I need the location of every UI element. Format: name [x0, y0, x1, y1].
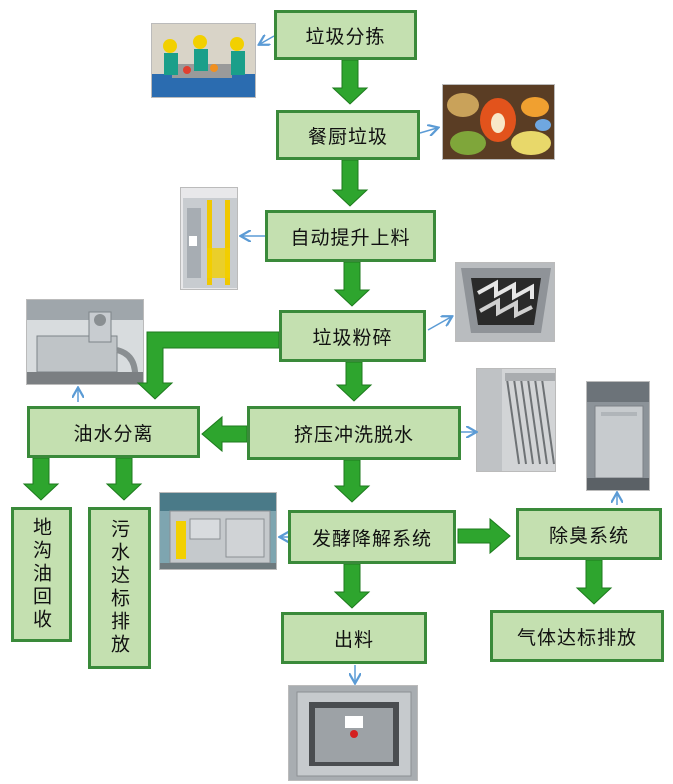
fermenter-photo: [159, 492, 277, 570]
node-crushing: 垃圾粉碎: [279, 310, 426, 362]
node-auto-lift: 自动提升上料: [265, 210, 436, 262]
link-sorting-photo: [260, 36, 275, 44]
oil-separator-photo: [26, 299, 144, 385]
food-waste-photo: [442, 84, 555, 160]
node-discharge: 出料: [281, 612, 427, 664]
arrow-lift-to-crushing: [333, 261, 371, 307]
arrow-sorting-to-kitchen: [331, 59, 369, 105]
node-oil-water: 油水分离: [27, 406, 200, 458]
link-crushing-photo: [427, 317, 451, 331]
arrow-oilwater-to-sewage: [105, 457, 143, 501]
arrow-ferment-to-deodor: [457, 517, 511, 555]
node-deodor: 除臭系统: [516, 508, 662, 560]
node-sorting: 垃圾分拣: [274, 10, 417, 60]
arrow-ferment-to-discharge: [333, 563, 371, 609]
screw-press-photo: [476, 368, 556, 472]
node-kitchen-waste: 餐厨垃圾: [276, 110, 420, 160]
outlet-photo: [288, 685, 418, 781]
arrow-kitchen-to-lift: [331, 159, 369, 207]
node-gutter-oil: 地沟油回收: [11, 507, 72, 642]
workers-sorting-photo: [151, 23, 256, 98]
arrow-oilwater-to-gutteroil: [22, 457, 60, 501]
node-ferment: 发酵降解系统: [288, 510, 456, 564]
arrow-squeeze-to-ferment: [333, 459, 371, 503]
deodor-unit-photo: [586, 381, 650, 491]
arrow-deodor-to-gas: [575, 559, 613, 605]
crusher-photo: [455, 262, 555, 342]
arrow-crushing-to-squeeze: [335, 361, 373, 402]
node-sewage: 污水达标排放: [88, 507, 151, 669]
link-kitchen-photo: [419, 128, 437, 133]
arrow-squeeze-to-oilwater: [201, 415, 248, 453]
lift-machine-photo: [180, 187, 238, 290]
node-gas: 气体达标排放: [490, 610, 664, 662]
arrow-crushing-to-oilwater: [136, 331, 280, 400]
node-squeeze: 挤压冲洗脱水: [247, 406, 461, 460]
